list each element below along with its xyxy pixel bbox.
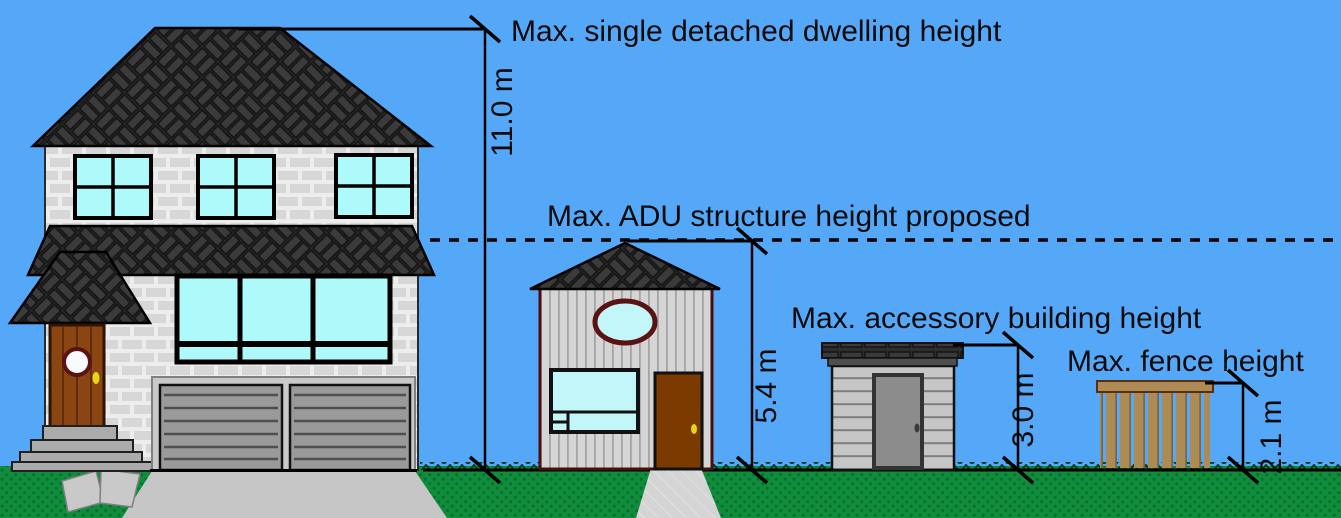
front-door xyxy=(48,323,106,430)
garage-door-left xyxy=(158,383,284,472)
shed-roof xyxy=(821,342,964,359)
house-awning-roof xyxy=(26,224,436,277)
front-steps xyxy=(11,425,153,472)
walkway xyxy=(636,468,721,518)
house-upper-windows xyxy=(73,153,414,220)
adu-window xyxy=(549,368,640,434)
fence-height-label: Max. fence height xyxy=(1067,345,1304,378)
window-upper-1 xyxy=(73,154,153,220)
garage xyxy=(150,376,417,472)
porch-roof xyxy=(7,250,153,325)
adu-roof xyxy=(529,241,721,291)
fence-height-value: 2.1 m xyxy=(1255,399,1288,474)
dwelling-height-label: Max. single detached dwelling height xyxy=(511,15,1002,48)
shed-door-knob xyxy=(914,423,920,433)
window-upper-2 xyxy=(196,154,276,220)
dimension-adu: Max. ADU structure height proposed 5.4 m xyxy=(547,200,1031,485)
fence-top-rail xyxy=(1096,380,1214,393)
accessory-height-label: Max. accessory building height xyxy=(791,302,1202,335)
dwelling-height-value: 11.0 m xyxy=(486,67,519,157)
adu xyxy=(529,241,721,471)
dimension-accessory: Max. accessory building height 3.0 m xyxy=(791,302,1202,485)
adu-door xyxy=(653,371,704,471)
flagstone xyxy=(99,468,141,508)
fence xyxy=(1096,380,1214,468)
door-window xyxy=(62,347,92,377)
adu-height-value: 5.4 m xyxy=(750,348,783,423)
dimension-dwelling: Max. single detached dwelling height 11.… xyxy=(238,14,1002,485)
adu-height-label: Max. ADU structure height proposed xyxy=(547,200,1031,233)
picture-window xyxy=(174,273,393,365)
adu-oval-window xyxy=(592,298,658,346)
accessory-building xyxy=(821,342,964,472)
adu-door-knob xyxy=(691,424,697,434)
accessory-height-value: 3.0 m xyxy=(1007,372,1040,447)
shed-door xyxy=(872,373,924,470)
house xyxy=(7,26,436,472)
window-upper-3 xyxy=(334,153,414,219)
driveway xyxy=(122,471,447,518)
fence-boards xyxy=(1100,392,1210,468)
dimension-fence: Max. fence height 2.1 m xyxy=(1067,345,1304,485)
garage-door-right xyxy=(288,383,412,472)
door-knob xyxy=(92,372,100,384)
shed-roof-fascia xyxy=(827,357,958,367)
